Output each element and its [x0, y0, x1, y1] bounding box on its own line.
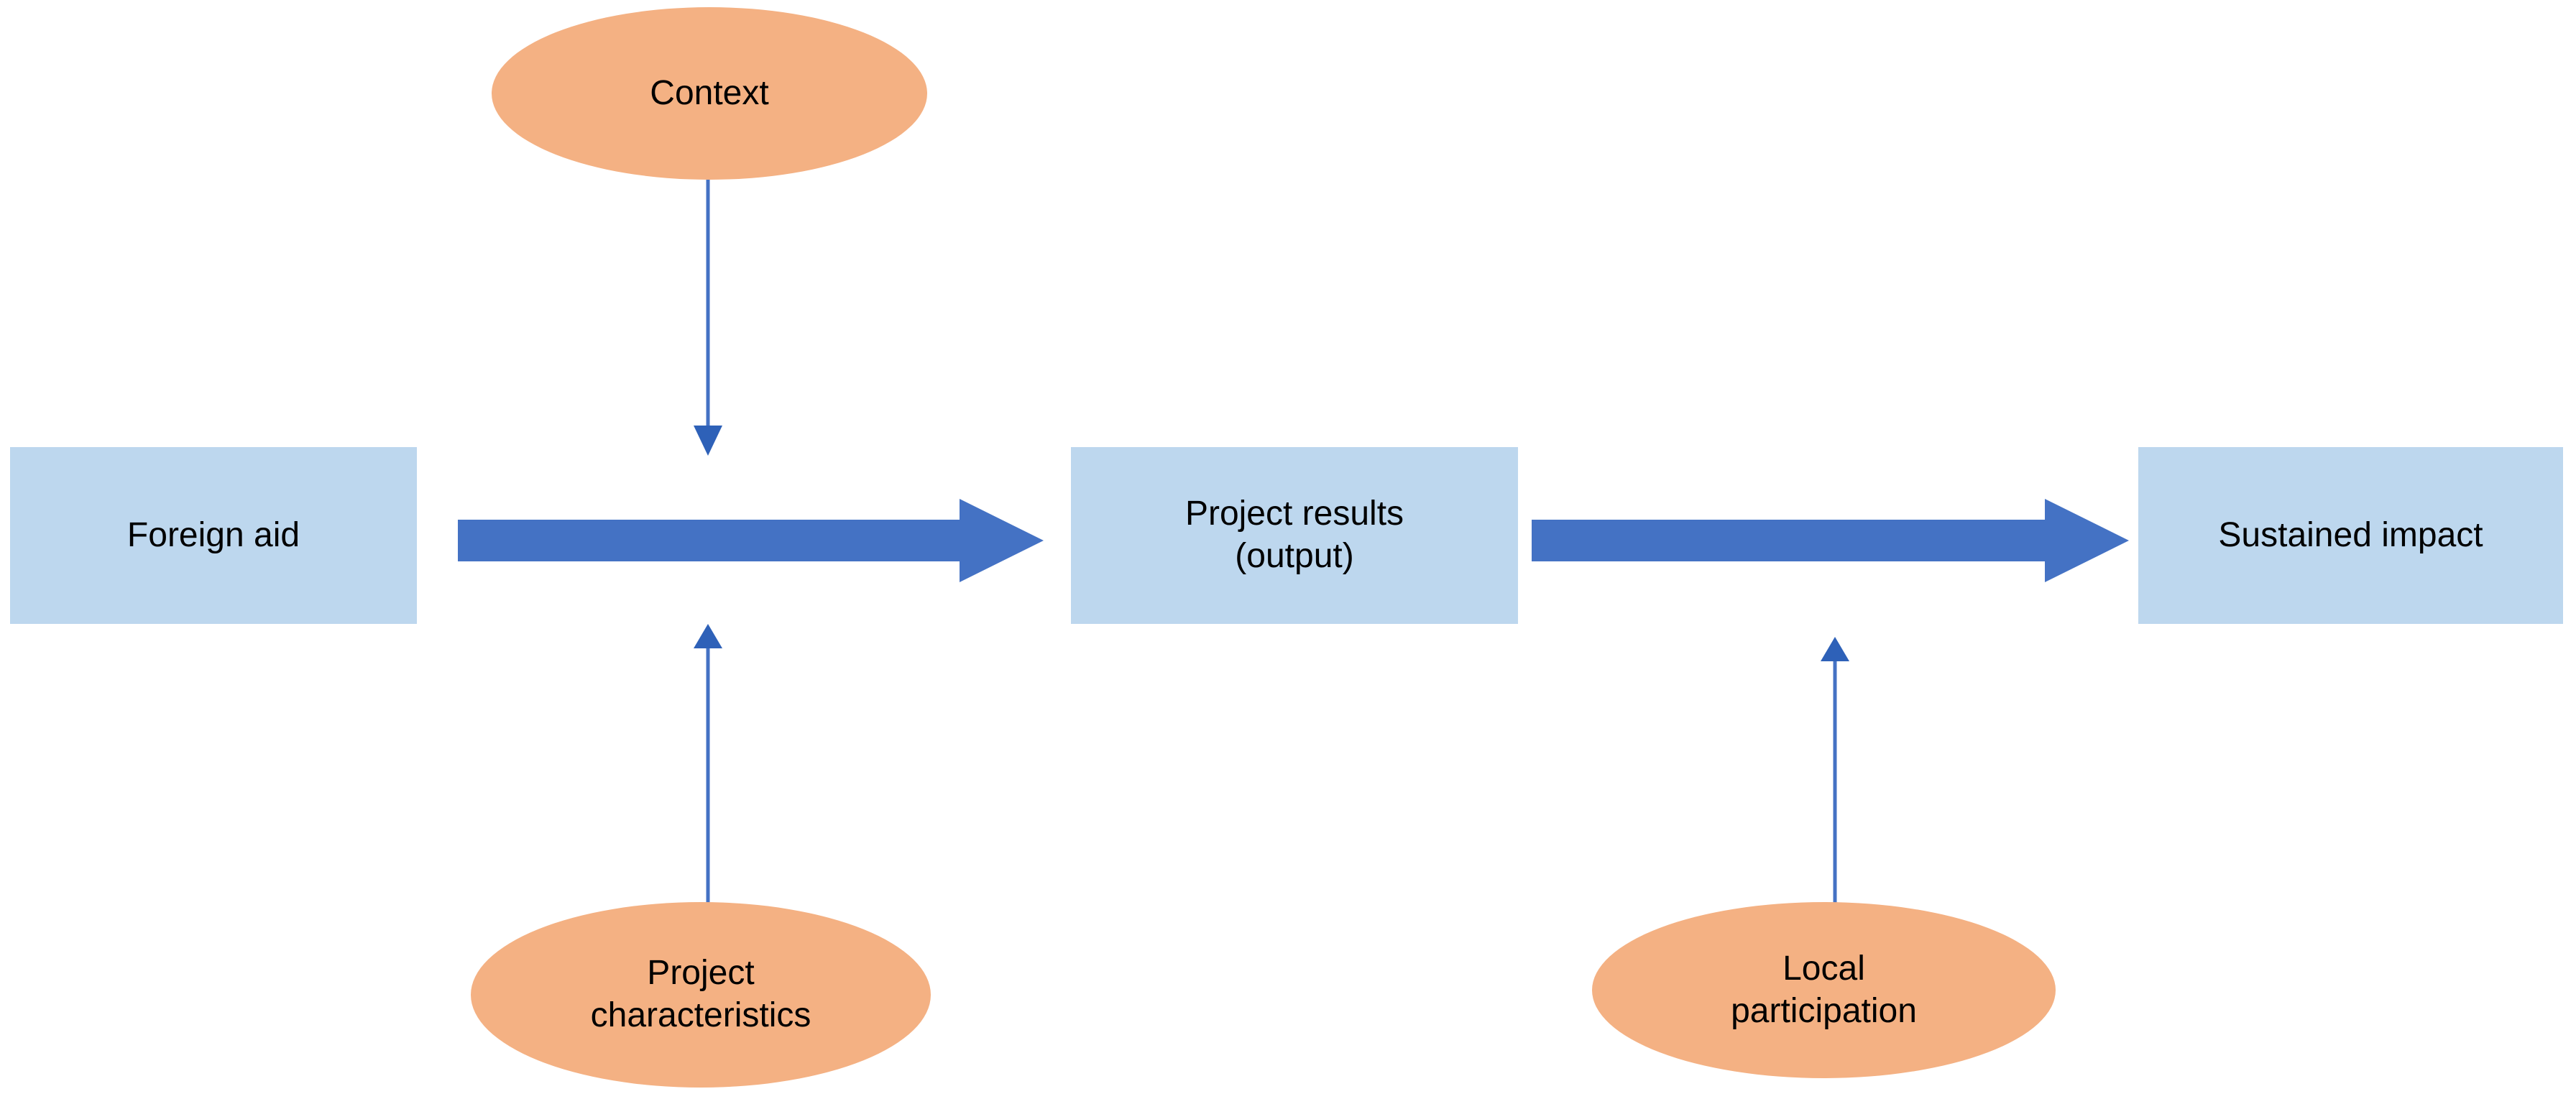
thin-arrow-participation-up — [1821, 637, 1849, 913]
node-project-characteristics[interactable]: Project characteristics — [471, 902, 931, 1088]
node-foreign-aid-label: Foreign aid — [126, 515, 300, 554]
node-sustained-impact[interactable]: Sustained impact — [2138, 447, 2563, 624]
thin-arrow-characteristics-up — [694, 624, 722, 911]
node-project-characteristics-label: Project characteristics — [590, 954, 811, 1034]
node-foreign-aid[interactable]: Foreign aid — [10, 447, 417, 624]
thin-arrow-context-down — [694, 180, 722, 456]
block-arrow-results-to-impact — [1532, 499, 2129, 582]
node-project-results-label: Project results (output) — [1184, 495, 1404, 575]
node-local-participation-label: Local participation — [1731, 949, 1917, 1030]
node-context[interactable]: Context — [492, 7, 927, 180]
node-project-results[interactable]: Project results (output) — [1071, 447, 1518, 624]
block-arrow-aid-to-results — [458, 499, 1044, 582]
node-context-label: Context — [650, 73, 769, 112]
node-local-participation[interactable]: Local participation — [1592, 902, 2056, 1078]
node-sustained-impact-label: Sustained impact — [2218, 515, 2483, 554]
